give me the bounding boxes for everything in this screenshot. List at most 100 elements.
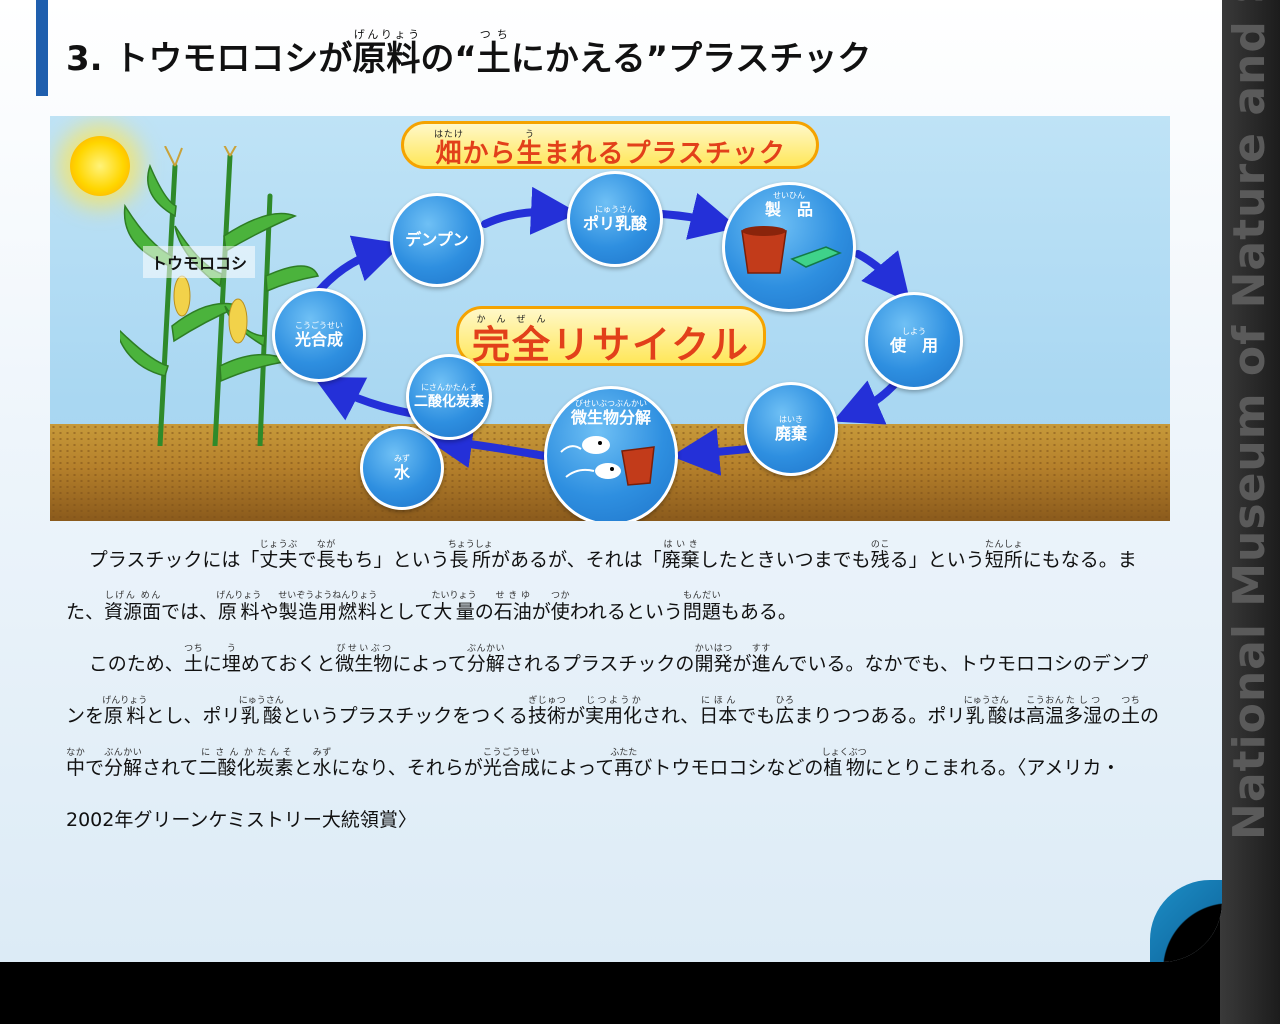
- text-run: われるという: [569, 601, 683, 623]
- ruby-word: 長所ちょうしょ: [447, 540, 493, 571]
- text-run: もある。: [720, 601, 797, 623]
- text-run: もち」という: [335, 549, 450, 571]
- paragraph-1: プラスチックには「丈夫じょうぶで長ながもち」という長所ちょうしょがあるが、それは…: [66, 534, 1166, 638]
- text-run: になり、それらが: [331, 757, 483, 779]
- text-run: の: [1140, 705, 1160, 727]
- ruby-word: 光合成こうごうせい: [482, 748, 540, 779]
- title-block: 3. トウモロコシが原料げんりょうの“土つちにかえる”プラスチック: [66, 28, 871, 85]
- ruby-word: 原料げんりょう: [216, 591, 262, 623]
- ruby-word: 丈夫じょうぶ: [259, 540, 298, 571]
- banner-field-born-plastic: 畑はたけから生うまれるプラスチック: [401, 121, 819, 169]
- ruby-word: 微生物びせいぶつ: [335, 644, 393, 675]
- ruby-word: 原料げんりょう: [102, 696, 148, 727]
- body-text: プラスチックには「丈夫じょうぶで長ながもち」という長所ちょうしょがあるが、それは…: [66, 534, 1166, 846]
- text-run: が: [531, 601, 551, 623]
- text-run: によって: [392, 653, 467, 675]
- text-run: の: [1102, 705, 1122, 727]
- ruby-word: 広ひろ: [775, 696, 795, 727]
- ruby-word: 土つち: [1121, 696, 1141, 727]
- ruby-word: 炭素たんそ: [255, 748, 294, 779]
- title-accent-bar: [36, 0, 48, 96]
- ruby-word: 分解ぶんかい: [466, 644, 505, 675]
- node-co2: にさんかたんそ 二酸化炭素: [406, 354, 492, 440]
- text-run: にもなる。また、: [66, 549, 1137, 623]
- text-run: に: [202, 653, 222, 675]
- text-run: や: [259, 601, 279, 623]
- text-run: でも: [737, 705, 776, 727]
- ruby-word: 再ふたた: [610, 748, 638, 779]
- text-run: んでいる。なかでも、トウモロコシのデンプンを: [66, 653, 1149, 727]
- text-run: プラスチックには「: [88, 549, 260, 571]
- text-run: というプラスチックをつくる: [282, 705, 528, 727]
- ruby-word: 分解ぶんかい: [104, 748, 143, 779]
- plant-pot-and-tray-icon: [741, 226, 842, 274]
- ruby-word: 水みず: [312, 748, 332, 779]
- text-run: びトウモロコシなどの: [633, 757, 824, 779]
- ruby-word: 日本にほん: [699, 696, 738, 727]
- text-run: の: [474, 601, 494, 623]
- page-title: 3. トウモロコシが原料げんりょうの“土つちにかえる”プラスチック: [66, 28, 872, 79]
- ruby-word: 中なか: [66, 748, 86, 779]
- node-polylactic: にゅうさん ポリ乳酸: [567, 171, 663, 267]
- ruby-word: 進すす: [751, 644, 771, 675]
- arrow-polylactic-to-product: [658, 193, 739, 240]
- text-run: で: [85, 757, 105, 779]
- ruby-word: 乳酸にゅうさん: [963, 696, 1009, 727]
- ruby-word: 残のこ: [870, 540, 890, 571]
- sun-icon: [70, 136, 130, 196]
- node-photosynthesis: こうごうせい 光合成: [272, 288, 366, 382]
- node-use: しよう 使 用: [865, 292, 963, 390]
- recycle-diagram: トウモロコシ 畑はたけから生うまれるプラスチック 完全かんぜんリ: [50, 116, 1170, 521]
- paragraph-2: このため、土つちに埋うめておくと微生物びせいぶつによって分解ぶんかいされるプラス…: [66, 638, 1166, 846]
- banner-complete-recycle: 完全かんぜんリサイクル: [456, 306, 766, 366]
- ruby-word: 使つか: [550, 591, 570, 623]
- text-run: が: [565, 705, 585, 727]
- ruby-word: 土つち: [183, 644, 203, 675]
- ruby-word: 技術ぎじゅつ: [527, 696, 566, 727]
- node-water: みず 水: [360, 426, 444, 510]
- ruby-word: 乳酸にゅうさん: [238, 696, 284, 727]
- text-run: として: [376, 601, 434, 623]
- text-run: があるが、それは「: [491, 549, 662, 571]
- ruby-word: 短所たんしょ: [984, 540, 1023, 571]
- node-microbe: びせいぶつぶんかい 微生物分解: [544, 386, 678, 521]
- ruby-word: 開発かいはつ: [694, 644, 733, 675]
- ruby-word: 埋う: [221, 644, 241, 675]
- node-product: せいひん 製 品: [722, 182, 856, 312]
- side-band: [1220, 0, 1280, 1024]
- ruby-word: 問題もんだい: [682, 591, 721, 623]
- museum-name-vertical: National Museum of Nature and Science: [1224, 0, 1275, 840]
- corn-label: トウモロコシ: [143, 246, 256, 278]
- ruby-word: 多湿たしつ: [1063, 696, 1102, 727]
- ruby-word: 実用化じつようか: [584, 696, 642, 727]
- text-run: にとりこまれる。〈アメリカ・2002年グリーンケミストリー大統領賞〉: [66, 757, 1121, 831]
- page-curl: [1150, 880, 1222, 962]
- ruby-word: 長なが: [316, 540, 336, 571]
- text-run: が: [732, 653, 752, 675]
- text-run: では、: [161, 601, 219, 623]
- node-denpun: デンプン: [390, 193, 484, 287]
- ruby-word: 大量たいりょう: [431, 591, 477, 623]
- slide-page: 3. トウモロコシが原料げんりょうの“土つちにかえる”プラスチック: [0, 0, 1222, 962]
- arrow-co2-to-photo: [313, 377, 419, 421]
- arrow-microbe-to-water: [424, 420, 549, 468]
- microbe-and-pot-icon: [560, 436, 655, 486]
- text-run: されて: [142, 757, 199, 779]
- text-run: と: [293, 757, 313, 779]
- ruby-word: 資源面しげん めん: [104, 591, 162, 623]
- text-run: まりつつある。ポリ: [794, 705, 966, 727]
- text-run: で: [297, 549, 317, 571]
- arrow-disposal-to-microbe: [671, 427, 752, 476]
- text-run: めておくと: [240, 653, 336, 675]
- text-run: によって: [539, 757, 615, 779]
- text-run: は: [1006, 705, 1026, 727]
- text-run: このため、: [88, 653, 184, 675]
- arrow-denpun-to-polylactic: [481, 186, 579, 235]
- node-disposal: はいき 廃棄: [744, 382, 838, 476]
- ruby-word: 植物しょくぶつ: [821, 748, 867, 779]
- ruby-word: 高温こうおん: [1025, 696, 1064, 727]
- text-run: る」という: [889, 549, 985, 571]
- ruby-word: 製造用燃料せいぞうようねんりょう: [278, 591, 378, 623]
- text-run: したときいつまでも: [699, 549, 871, 571]
- ruby-word: 廃棄はいき: [661, 540, 700, 571]
